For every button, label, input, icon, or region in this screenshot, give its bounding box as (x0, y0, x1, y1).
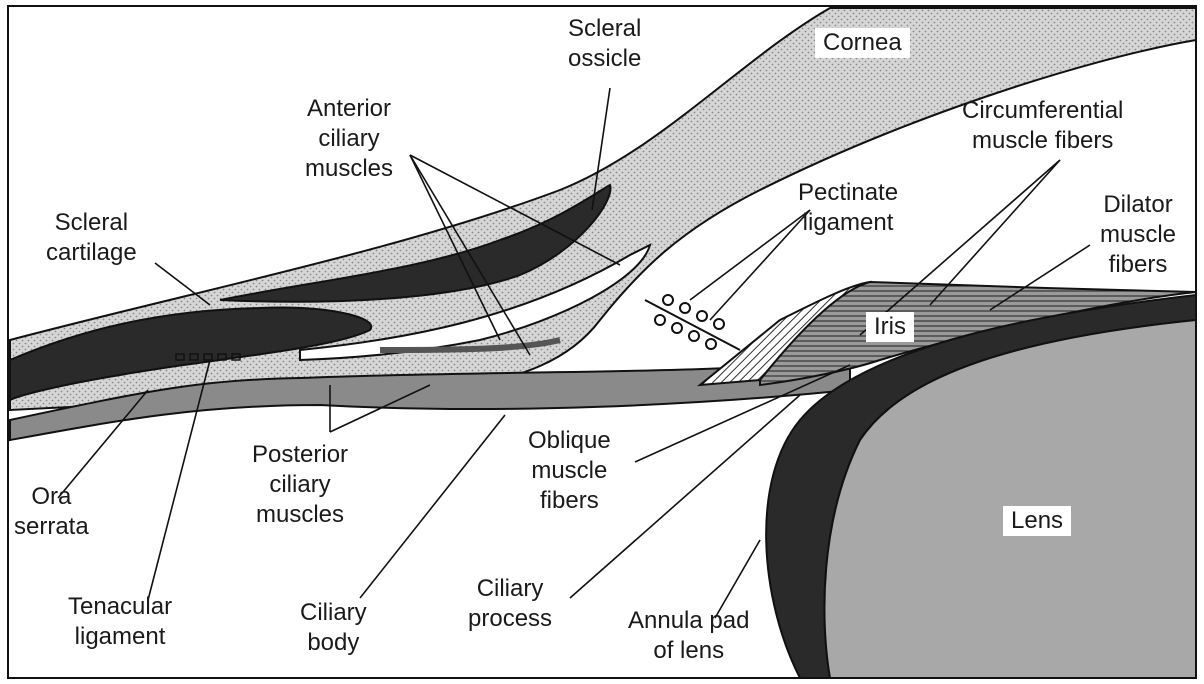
label-annula-pad-of-lens: Annula pad of lens (628, 606, 749, 666)
label-pectinate-line2: ligament (802, 209, 894, 236)
label-lens: Lens (1003, 506, 1072, 536)
label-dilator-line1: Dilator (1103, 191, 1173, 218)
label-lens-text: Lens (1011, 507, 1064, 534)
label-oblique-muscle-fibers: Oblique muscle fibers (528, 426, 611, 516)
label-scleral-ossicle-line2: ossicle (568, 45, 642, 72)
label-dilator-line3: fibers (1108, 251, 1168, 278)
label-anterior-line1: Anterior (306, 95, 392, 122)
label-dilator-line2: muscle (1100, 221, 1177, 248)
label-ciliary-process-line1: Ciliary (476, 575, 544, 602)
lens (823, 318, 1197, 679)
label-anterior-ciliary-muscles: Anterior ciliary muscles (305, 94, 393, 184)
label-posterior-line2: ciliary (269, 471, 331, 498)
label-annula-line2: of lens (653, 637, 725, 664)
anterior-ciliary-strand (299, 243, 652, 362)
label-dilator-muscle-fibers: Dilator muscle fibers (1100, 190, 1176, 280)
label-cornea-text: Cornea (823, 29, 902, 56)
label-scleral-cartilage-line2: cartilage (46, 239, 137, 266)
label-pectinate-ligament: Pectinate ligament (798, 178, 898, 238)
pectinate-coils (644, 294, 741, 351)
label-anterior-line3: muscles (305, 155, 394, 182)
label-ciliary-body: Ciliary body (300, 598, 367, 658)
scleral-ossicle (219, 183, 612, 303)
label-scleral-ossicle: Scleral ossicle (568, 14, 641, 74)
label-tenacular-line2: ligament (74, 623, 166, 650)
label-ora-serrata: Ora serrata (14, 482, 89, 542)
label-ciliary-process: Ciliary process (468, 574, 552, 634)
label-posterior-line3: muscles (256, 501, 345, 528)
label-tenacular-line1: Tenacular (68, 593, 173, 620)
label-iris: Iris (866, 312, 914, 342)
label-oblique-line2: muscle (531, 457, 608, 484)
label-ora-line1: Ora (31, 483, 72, 510)
label-posterior-ciliary-muscles: Posterior ciliary muscles (252, 440, 348, 530)
label-pectinate-line1: Pectinate (798, 179, 899, 206)
label-ora-line2: serrata (14, 513, 89, 540)
label-ciliary-process-line2: process (468, 605, 553, 632)
leader-lines (57, 87, 1091, 619)
label-oblique-line3: fibers (540, 487, 599, 514)
label-anterior-line2: ciliary (318, 125, 380, 152)
label-circumferential-muscle-fibers: Circumferential muscle fibers (962, 96, 1123, 156)
label-scleral-cartilage: Scleral cartilage (46, 208, 137, 268)
label-annula-line1: Annula pad (628, 607, 750, 634)
label-ciliary-body-line2: body (307, 629, 360, 656)
anterior-ciliary-strand-2 (379, 337, 561, 353)
label-ciliary-body-line1: Ciliary (300, 599, 367, 626)
label-circumferential-line1: Circumferential (962, 97, 1124, 124)
label-iris-text: Iris (874, 313, 906, 340)
label-circumferential-line2: muscle fibers (972, 127, 1114, 154)
tenacular-dots (175, 353, 241, 361)
label-scleral-cartilage-line1: Scleral (54, 209, 129, 236)
label-tenacular-ligament: Tenacular ligament (68, 592, 172, 652)
label-posterior-line1: Posterior (252, 441, 349, 468)
label-cornea: Cornea (815, 28, 910, 58)
label-scleral-ossicle-line1: Scleral (568, 15, 642, 42)
label-oblique-line1: Oblique (528, 427, 611, 454)
